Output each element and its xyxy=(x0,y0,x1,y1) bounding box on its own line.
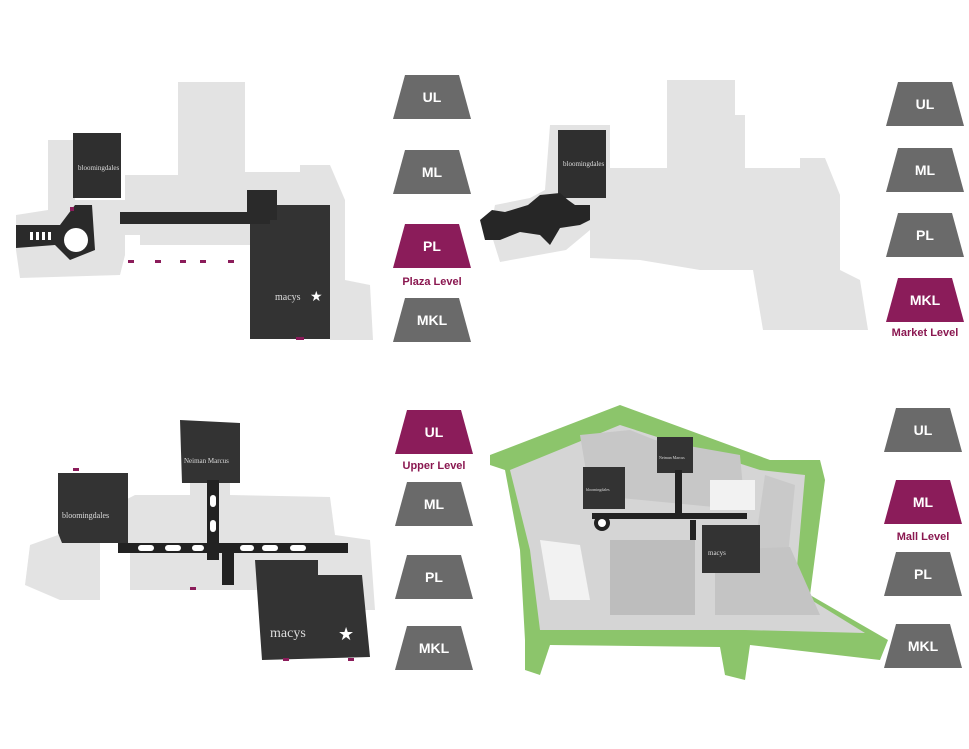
neiman-marcus-anchor xyxy=(657,437,693,473)
level-button-label: UL xyxy=(913,422,933,438)
panel4-button-market-level[interactable]: MKL xyxy=(884,624,962,668)
panel1-level-caption: Plaza Level xyxy=(402,276,462,288)
level-button-label: MKL xyxy=(907,638,939,654)
panel1-button-upper-level[interactable]: UL xyxy=(393,75,471,119)
panel4-button-mall-level[interactable]: ML xyxy=(884,480,962,524)
panel2-button-upper-level[interactable]: UL xyxy=(886,82,964,126)
level-button-label: ML xyxy=(421,164,443,180)
panel-market-level: bloomingdales xyxy=(480,0,969,360)
bloomingdales-anchor xyxy=(558,130,606,198)
level-button-label: MKL xyxy=(909,292,941,308)
panel2-button-mall-level[interactable]: ML xyxy=(886,148,964,192)
panel3-button-plaza-level[interactable]: PL xyxy=(395,555,473,599)
panel2-button-market-level[interactable]: MKL xyxy=(886,278,964,322)
level-button-label: MKL xyxy=(418,640,450,656)
panel4-level-caption: Mall Level xyxy=(896,531,950,543)
panel-mall-level: bloomingdales Neiman Marcus macys xyxy=(480,375,969,749)
macys-star-icon: ★ xyxy=(338,624,354,644)
panel4-button-plaza-level[interactable]: PL xyxy=(884,552,962,596)
store-label-neiman-marcus: Neiman Marcus xyxy=(184,457,229,465)
store-label-macys: macys xyxy=(270,626,306,641)
panel2-level-caption: Market Level xyxy=(891,327,959,339)
level-button-label: MKL xyxy=(416,312,448,328)
neiman-marcus-anchor xyxy=(180,420,240,483)
store-label-bloomingdales: bloomingdales xyxy=(62,511,109,520)
panel3-level-caption: Upper Level xyxy=(402,460,466,472)
level-button-label: ML xyxy=(423,496,445,512)
level-button-label: ML xyxy=(914,162,936,178)
bloomingdales-anchor xyxy=(583,467,625,509)
level-button-label: ML xyxy=(912,494,934,510)
macys-star-icon: ★ xyxy=(310,288,323,304)
panel1-button-market-level[interactable]: MKL xyxy=(393,298,471,342)
store-label-bloomingdales: bloomingdales xyxy=(586,487,610,492)
panel1-button-plaza-level[interactable]: PL xyxy=(393,224,471,268)
level-button-label: UL xyxy=(915,96,935,112)
market-level-map: bloomingdales xyxy=(480,80,868,330)
level-button-label: PL xyxy=(425,569,443,585)
panel4-button-upper-level[interactable]: UL xyxy=(884,408,962,452)
macys-anchor xyxy=(250,205,330,339)
panel3-button-upper-level[interactable]: UL xyxy=(395,410,473,454)
panel2-button-plaza-level[interactable]: PL xyxy=(886,213,964,257)
level-button-label: UL xyxy=(422,89,442,105)
store-label-bloomingdales: bloomingdales xyxy=(78,164,119,172)
macys-anchor xyxy=(255,560,370,660)
bloomingdales-anchor xyxy=(73,133,121,198)
panel-upper-level: bloomingdales Neiman Marcus macys ★ xyxy=(0,375,480,749)
store-label-macys: macys xyxy=(275,292,301,303)
level-button-label: UL xyxy=(424,424,444,440)
panel3-button-market-level[interactable]: MKL xyxy=(395,626,473,670)
store-label-bloomingdales: bloomingdales xyxy=(563,160,604,168)
mall-level-map: bloomingdales Neiman Marcus macys xyxy=(490,405,888,680)
panel3-button-mall-level[interactable]: ML xyxy=(395,482,473,526)
macys-anchor xyxy=(702,525,760,573)
store-label-neiman-marcus: Neiman Marcus xyxy=(659,455,685,460)
panel1-button-mall-level[interactable]: ML xyxy=(393,150,471,194)
level-button-label: PL xyxy=(916,227,934,243)
store-label-macys: macys xyxy=(708,549,726,557)
bloomingdales-anchor xyxy=(58,473,128,543)
panel-plaza-level: bloomingdales macys ★ xyxy=(0,0,480,360)
upper-level-map: bloomingdales Neiman Marcus macys ★ xyxy=(25,420,375,661)
level-button-label: PL xyxy=(914,566,932,582)
plaza-level-map: bloomingdales macys ★ xyxy=(16,82,373,340)
level-button-label: PL xyxy=(423,238,441,254)
